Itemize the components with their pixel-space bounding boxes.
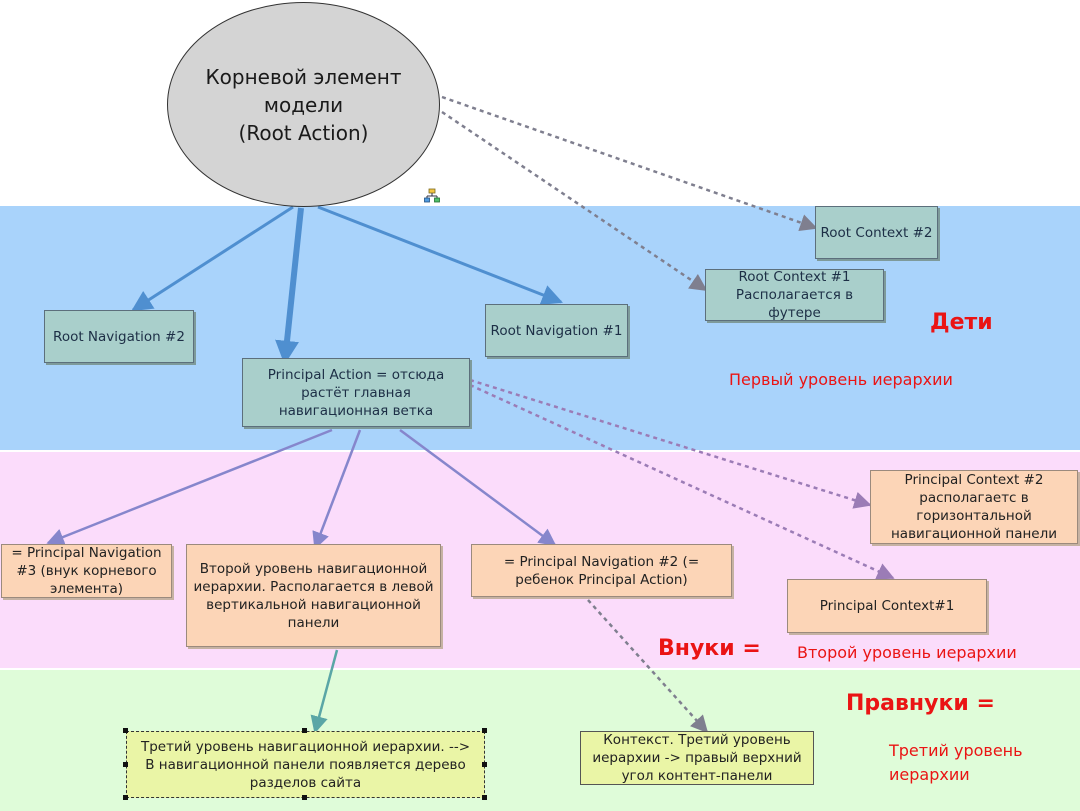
third-level-nav-label: Третий уровень навигационной иерархии. -… — [140, 738, 471, 791]
grandchildren-sub-label: Второй уровень иерархии — [797, 643, 1017, 662]
root-context-1-node[interactable]: Root Context #1 Располагается в футере — [705, 269, 884, 321]
selection-handle-tm[interactable] — [302, 728, 307, 733]
selection-handle-bl[interactable] — [123, 795, 128, 800]
edge-root-to-root-context-1 — [441, 110, 708, 292]
context-third-level-label: Контекст. Третий уровень иерархии -> пра… — [592, 732, 802, 784]
edge-second-level-nav-to-third-level-nav — [310, 649, 339, 734]
principal-navigation-3-label: = Principal Navigation #3 (внук корневог… — [11, 545, 162, 597]
principal-context-2-label: Principal Context #2 располагаетс в гори… — [890, 472, 1058, 542]
principal-navigation-2-node[interactable]: = Principal Navigation #2 (= ребенок Pri… — [471, 544, 732, 597]
edge-root-to-principal-action — [275, 207, 304, 365]
principal-context-1-node[interactable]: Principal Context#1 — [787, 579, 987, 633]
edge-root-to-root-navigation-2 — [131, 205, 294, 312]
edge-principal-action-to-principal-navigation-3 — [46, 428, 333, 546]
selection-handle-bm[interactable] — [302, 795, 307, 800]
hierarchy-icon — [424, 188, 440, 203]
root-navigation-1-label: Root Navigation #1 — [490, 322, 623, 339]
children-sub-label: Первый уровень иерархии — [729, 370, 953, 389]
selection-handle-rm[interactable] — [482, 762, 487, 767]
selection-handle-tr[interactable] — [482, 728, 487, 733]
third-level-nav-node[interactable]: Третий уровень навигационной иерархии. -… — [126, 731, 485, 798]
great-grandchildren-label: Правнуки = — [846, 691, 995, 716]
edge-principal-action-to-second-level-nav — [312, 429, 362, 550]
edge-root-to-root-navigation-1 — [317, 205, 563, 305]
root-navigation-1-node[interactable]: Root Navigation #1 — [485, 304, 628, 357]
root-navigation-2-label: Root Navigation #2 — [53, 328, 185, 345]
great-grandchildren-sub-label: Третий уровень иерархии — [889, 741, 1023, 784]
selection-handle-lm[interactable] — [123, 762, 128, 767]
principal-context-2-node[interactable]: Principal Context #2 располагаетс в гори… — [870, 470, 1078, 544]
selection-handle-tl[interactable] — [123, 728, 128, 733]
root-context-1-label: Root Context #1 Располагается в футере — [735, 269, 854, 321]
edge-principal-action-to-principal-context-1 — [469, 383, 895, 580]
edge-root-to-root-context-2 — [441, 95, 818, 232]
edge-principal-navigation-2-to-context-third — [587, 599, 709, 734]
principal-action-node[interactable]: Principal Action = отсюда растёт главная… — [242, 358, 470, 427]
second-level-nav-node[interactable]: Второй уровень навигационной иерархии. Р… — [186, 544, 441, 647]
root-context-2-label: Root Context #2 — [820, 224, 933, 241]
root-action-node[interactable]: Корневой элемент модели (Root Action) — [167, 2, 440, 207]
principal-action-label: Principal Action = отсюда растёт главная… — [267, 366, 445, 419]
root-context-2-node[interactable]: Root Context #2 — [815, 206, 938, 259]
principal-context-1-label: Principal Context#1 — [819, 598, 955, 614]
root-action-label: Корневой элемент модели (Root Action) — [205, 64, 402, 145]
principal-navigation-2-label: = Principal Navigation #2 (= ребенок Pri… — [503, 553, 700, 588]
edge-principal-action-to-principal-context-2 — [469, 378, 872, 509]
second-level-nav-label: Второй уровень навигационной иерархии. Р… — [193, 560, 434, 631]
edge-principal-action-to-principal-navigation-2 — [399, 428, 557, 547]
children-label: Дети — [930, 310, 993, 335]
context-third-level-node[interactable]: Контекст. Третий уровень иерархии -> пра… — [580, 731, 814, 785]
grandchildren-label: Внуки = — [658, 636, 761, 661]
root-navigation-2-node[interactable]: Root Navigation #2 — [44, 310, 194, 363]
principal-navigation-3-node[interactable]: = Principal Navigation #3 (внук корневог… — [1, 544, 172, 598]
selection-handle-br[interactable] — [482, 795, 487, 800]
